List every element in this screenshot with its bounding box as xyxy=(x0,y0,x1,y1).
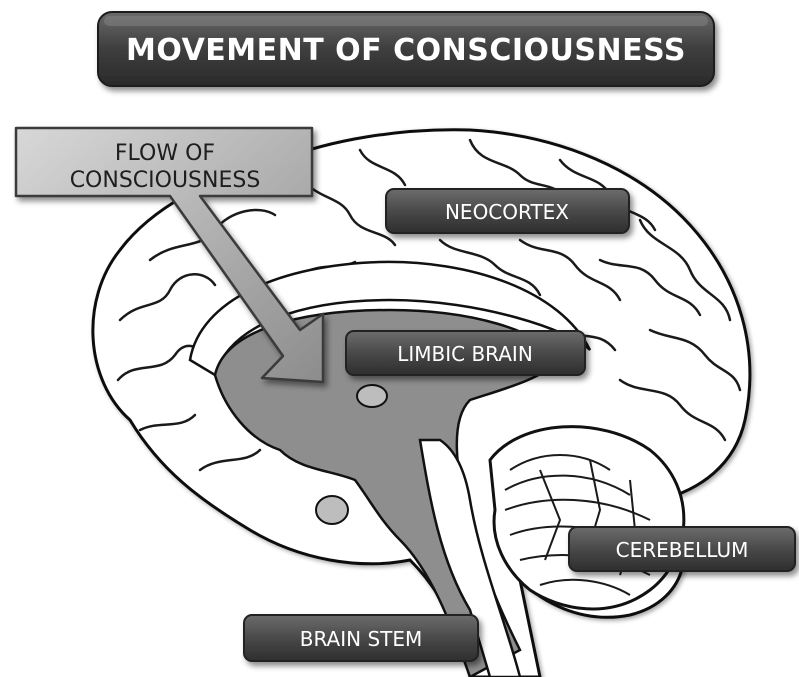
limbic-label: LIMBIC BRAIN xyxy=(397,342,533,366)
page-title: MOVEMENT OF CONSCIOUSNESS xyxy=(126,33,686,68)
arrow-label-line2: CONSCIOUSNESS xyxy=(70,168,261,193)
cerebellum-label: CEREBELLUM xyxy=(616,538,749,562)
amygdala-oval xyxy=(316,496,348,524)
cerebellum-shape xyxy=(490,427,684,609)
thalamus-oval xyxy=(357,385,387,407)
brain-stem-label: BRAIN STEM xyxy=(300,627,423,651)
arrow-label-line1: FLOW OF xyxy=(115,141,215,166)
neocortex-label: NEOCORTEX xyxy=(445,200,569,224)
